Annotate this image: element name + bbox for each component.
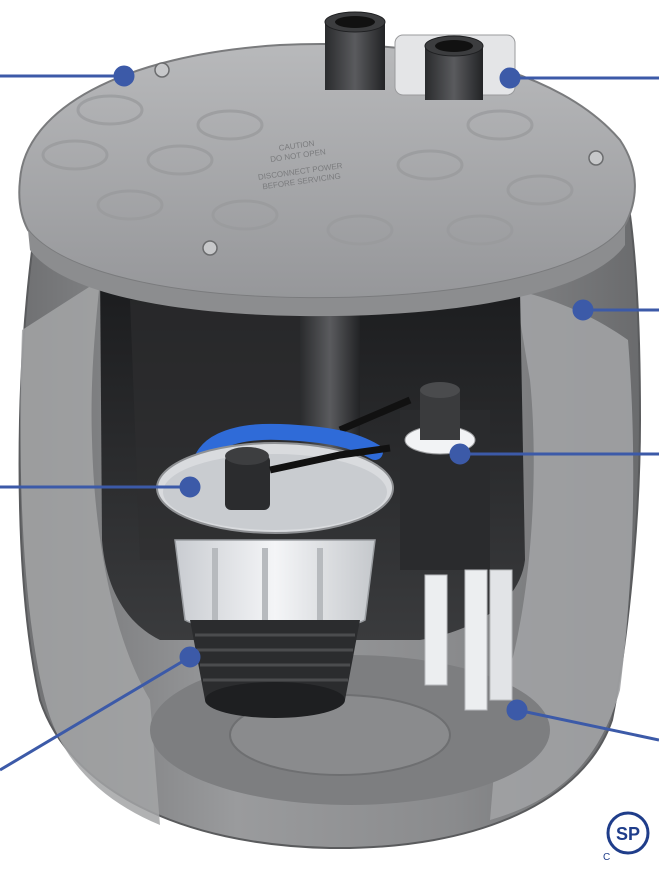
pump-unit: [156, 423, 394, 718]
callout-tank-wall: [572, 299, 659, 321]
callout-check-valve-pipe: [506, 699, 659, 742]
callout-lid-bolt: [0, 65, 135, 87]
callouts: [0, 65, 659, 772]
discharge-pipes: [324, 11, 516, 100]
tank-lid: CAUTION DO NOT OPEN DISCONNECT POWER BEF…: [18, 43, 636, 317]
csa-certification-icon: SP C: [603, 811, 650, 863]
csa-mark-letters: SP: [616, 824, 640, 844]
callout-float-switch: [449, 443, 659, 465]
check-valve-pipes: [424, 569, 513, 711]
callout-discharge-fitting: [499, 67, 659, 89]
csa-mark-caption: C: [603, 852, 610, 863]
callout-pump-top-plate: [0, 476, 201, 498]
callout-pump-inlet-screen: [0, 646, 201, 772]
